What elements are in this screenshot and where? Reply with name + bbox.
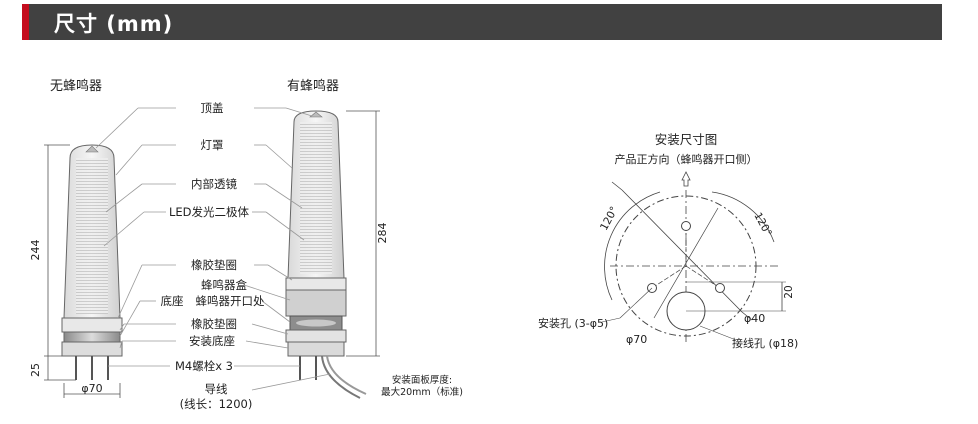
dim-lines-left (44, 110, 380, 398)
front-direction-label: 产品正方向（蜂鸣器开口侧） (615, 152, 758, 166)
up-arrow-icon (681, 171, 691, 187)
label-bolt: M4螺栓x 3 (175, 359, 233, 373)
phi40-label: φ40 (744, 312, 765, 325)
dim-20-label: 20 (783, 285, 795, 298)
heading-no-buzzer: 无蜂鸣器 (50, 78, 102, 94)
label-panel-thickness-1: 安装面板厚度: (392, 374, 452, 386)
label-lead-wire: 导线 (205, 382, 228, 396)
section-title: 尺寸 (mm) (54, 12, 174, 36)
heading-with-buzzer: 有蜂鸣器 (287, 78, 339, 94)
mount-hole-label: 安装孔 (3-φ5) (538, 316, 608, 330)
mount-circle-group (601, 181, 786, 344)
label-lead-length: (线长：1200) (180, 397, 253, 411)
label-rubber-gasket-1: 橡胶垫圈 (191, 258, 237, 272)
label-inner-lens: 内部透镜 (191, 177, 237, 191)
label-led: LED发光二极体 (169, 205, 250, 219)
label-panel-thickness-2: 最大20mm（标准) (381, 386, 463, 398)
angle-right-label: 120° (751, 211, 773, 239)
phi70-right-label: φ70 (626, 333, 647, 346)
lamp-with-buzzer (285, 110, 367, 399)
header-accent-bar (22, 4, 29, 40)
label-base: 底座 (161, 294, 184, 308)
dim-244: 244 (29, 240, 42, 261)
label-lamp-cover: 灯罩 (201, 138, 224, 152)
section-header: 尺寸 (mm) (22, 4, 942, 40)
mount-diagram-title: 安装尺寸图 (655, 132, 718, 147)
label-buzzer-box: 蜂鸣器盒 (201, 278, 247, 292)
label-rubber-gasket-2: 橡胶垫圈 (191, 317, 237, 331)
label-mount-base: 安装底座 (189, 334, 235, 348)
leader-lines (95, 107, 331, 391)
dim-phi70-left: φ70 (81, 382, 102, 395)
wire-hole-label: 接线孔 (φ18) (732, 336, 798, 350)
lamp-no-buzzer (61, 144, 123, 380)
label-top-cover: 顶盖 (201, 101, 224, 115)
dim-284: 284 (376, 223, 389, 244)
label-buzzer-opening: 蜂鸣器开口处 (196, 294, 265, 308)
angle-left-label: 120° (598, 205, 620, 233)
dim-25: 25 (29, 363, 42, 377)
